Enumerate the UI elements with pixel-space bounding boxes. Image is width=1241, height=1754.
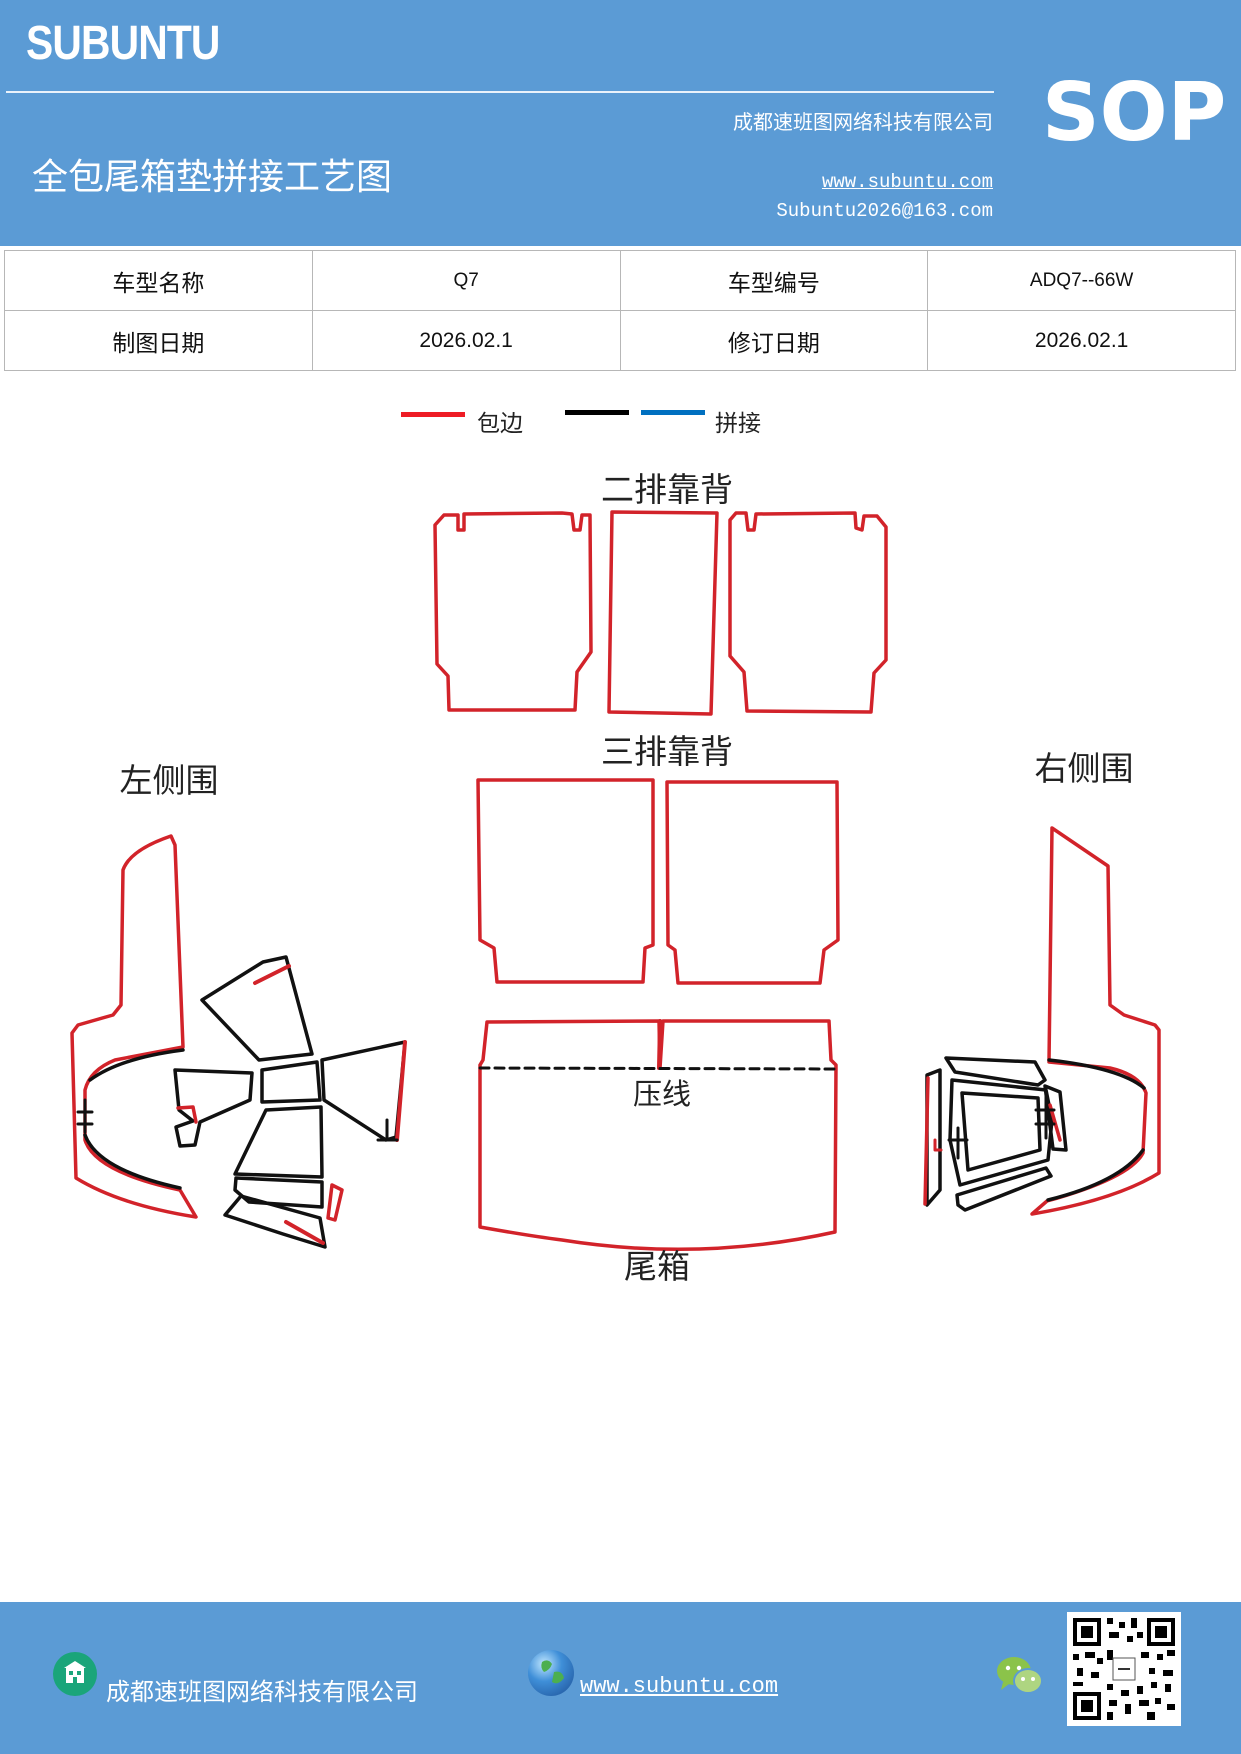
- left-fan-piece-mid: [260, 1060, 322, 1104]
- right-fan-piece-top: [944, 1056, 1047, 1087]
- right-mark-3: [933, 1138, 943, 1152]
- revision-date-label: 修订日期: [619, 310, 929, 371]
- legend-swatch-black: [565, 410, 629, 415]
- legend-swatch-seam: [641, 410, 705, 415]
- draw-date-value: 2026.02.1: [311, 310, 621, 371]
- left-side-inner-seam: [83, 1048, 185, 1190]
- crease-line: [478, 1066, 837, 1071]
- website-link[interactable]: www.subuntu.com: [821, 171, 993, 193]
- right-side-inner-seam: [1046, 1058, 1146, 1202]
- table-row: 制图日期 2026.02.1 修订日期 2026.02.1: [4, 310, 1236, 371]
- second-row-middle-panel: [607, 510, 719, 716]
- trunk-mat-diagram: 二排靠背 三排靠背 左侧围 右侧围 压线 尾箱: [70, 470, 1161, 1286]
- left-fan-piece-top-edge: [253, 964, 291, 985]
- left-fan-piece-right-edge: [395, 1040, 407, 1142]
- qr-code[interactable]: [1067, 1612, 1181, 1726]
- left-side-outer-panel: [70, 834, 198, 1219]
- revision-date-value: 2026.02.1: [927, 310, 1236, 371]
- label-crease: 压线: [633, 1077, 691, 1111]
- email-address: Subuntu2026@163.com: [776, 200, 993, 222]
- footer-banner: 成都速班图网络科技有限公司 www.subuntu.com: [0, 1602, 1241, 1754]
- left-fan-piece-left-edge: [176, 1105, 198, 1124]
- right-mark-2: [947, 1126, 969, 1160]
- left-fan-piece-top: [200, 955, 314, 1062]
- third-row-right-panel: [665, 780, 840, 985]
- draw-date-label: 制图日期: [4, 310, 313, 371]
- model-name-label: 车型名称: [4, 250, 313, 311]
- right-fan-piece-inner: [960, 1091, 1042, 1172]
- legend-label-edge: 包边: [477, 411, 523, 437]
- right-mark-1: [1034, 1094, 1056, 1140]
- header-banner: SUBUNTU 成都速班图网络科技有限公司 全包尾箱垫拼接工艺图 www.sub…: [0, 0, 1241, 246]
- left-mark-1: [76, 1098, 94, 1134]
- right-fan-piece-side-edge: [923, 1076, 930, 1206]
- right-fan-piece-bottom: [955, 1166, 1053, 1212]
- wechat-icon[interactable]: [995, 1654, 1045, 1698]
- left-fan-piece-low2-edge: [284, 1220, 325, 1245]
- left-fan-piece-right: [320, 1040, 407, 1142]
- brand-logo: SUBUNTU: [26, 17, 220, 70]
- second-row-left-panel: [433, 511, 593, 712]
- left-fan-piece-tab: [326, 1183, 344, 1222]
- footer-website-link[interactable]: www.subuntu.com: [580, 1674, 779, 1699]
- page-title: 全包尾箱垫拼接工艺图: [32, 157, 393, 198]
- table-row: 车型名称 Q7 车型编号 ADQ7--66W: [4, 250, 1236, 311]
- sop-badge: SOP: [1042, 66, 1227, 159]
- legend-label-seam: 拼接: [715, 411, 761, 437]
- company-name: 成都速班图网络科技有限公司: [733, 110, 993, 134]
- trunk-floor-panel: [478, 1019, 838, 1252]
- model-code-value: ADQ7--66W: [927, 250, 1236, 311]
- second-row-right-panel: [728, 511, 888, 714]
- right-fan-piece-tab: [1043, 1084, 1068, 1152]
- left-mark-2: [376, 1118, 399, 1142]
- legend: 包边 拼接: [0, 400, 1241, 440]
- left-fan-piece-low2: [223, 1194, 327, 1249]
- vehicle-info-table: 车型名称 Q7 车型编号 ADQ7--66W 制图日期 2026.02.1 修订…: [4, 250, 1236, 371]
- header-divider: [6, 91, 994, 93]
- globe-icon: [528, 1650, 574, 1696]
- left-fan-piece-left: [173, 1068, 254, 1148]
- left-fan-piece-low1: [233, 1176, 324, 1209]
- label-third-row-back: 三排靠背: [601, 732, 733, 771]
- label-right-side: 右侧围: [1035, 749, 1134, 788]
- left-fan-piece-bottom: [233, 1105, 324, 1179]
- footer-company-name: 成都速班图网络科技有限公司: [106, 1678, 418, 1706]
- legend-swatch-edge: [401, 412, 465, 417]
- label-left-side: 左侧围: [120, 761, 219, 800]
- building-icon: [53, 1652, 97, 1696]
- model-name-value: Q7: [311, 250, 621, 311]
- label-second-row-back: 二排靠背: [601, 470, 733, 509]
- third-row-left-panel: [476, 778, 655, 984]
- trunk-seam-line: [657, 1019, 662, 1070]
- model-code-label: 车型编号: [619, 250, 929, 311]
- label-trunk: 尾箱: [624, 1247, 690, 1286]
